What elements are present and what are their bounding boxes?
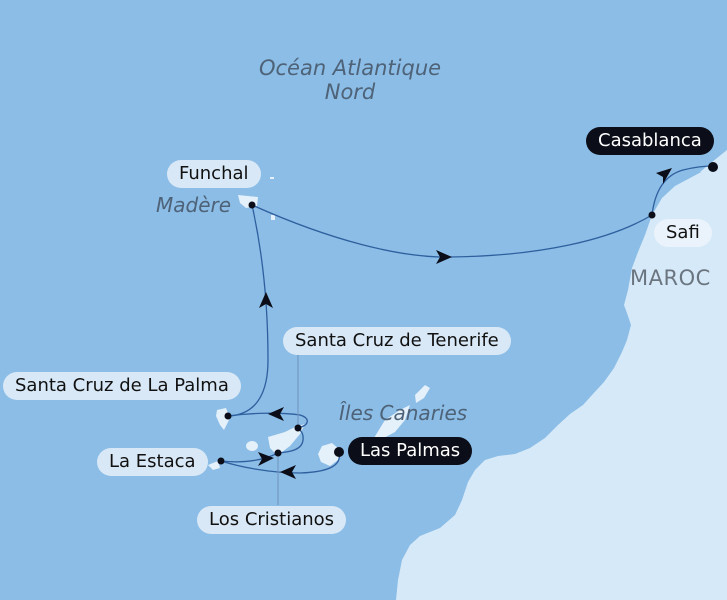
- label-leaders: [277, 355, 299, 505]
- ocean-label-line2: Nord: [324, 80, 376, 105]
- port-dot-laspalmas-icon: [334, 447, 344, 457]
- route-lapalma-funchal: [227, 204, 269, 417]
- arrow-east-icon: [436, 250, 452, 264]
- arrow-northeast-icon: [656, 168, 672, 184]
- route-tenerife-lapalma: [227, 412, 308, 429]
- port-label-casablanca[interactable]: Casablanca: [586, 127, 714, 155]
- fuerteventura-island: [372, 405, 410, 447]
- tenerife-island: [268, 424, 305, 454]
- arrow-west-laspalmas-icon: [280, 465, 296, 479]
- desertas-island: [271, 215, 275, 220]
- route-funchal-safi: [251, 204, 653, 258]
- arrow-north-icon: [259, 292, 273, 308]
- port-dot-tenerife-icon: [294, 424, 302, 432]
- canaries-label: Îles Canaries: [339, 401, 468, 425]
- port-label-safi[interactable]: Safi: [654, 219, 712, 247]
- port-label-los-cristianos[interactable]: Los Cristianos: [197, 506, 347, 534]
- route-laspalmas-laestaca: [220, 451, 341, 474]
- gran-canaria-island: [318, 443, 340, 466]
- port-dot-funchal-icon: [248, 201, 256, 209]
- port-label-santa-cruz-la-palma[interactable]: Santa Cruz de La Palma: [3, 372, 241, 400]
- porto-santo-island: [270, 177, 274, 179]
- lanzarote-island: [415, 385, 430, 403]
- port-dot-lapalma-icon: [224, 412, 232, 420]
- morocco-landmass: [396, 150, 727, 600]
- el-hierro-island: [208, 461, 220, 470]
- madeira-label: Madère: [156, 193, 232, 217]
- port-label-funchal[interactable]: Funchal: [167, 160, 261, 188]
- port-dot-safi-icon: [648, 211, 656, 219]
- la-gomera-island: [246, 441, 258, 451]
- port-dot-laestaca-icon: [217, 457, 225, 465]
- arrow-east-laestaca-icon: [258, 452, 274, 466]
- port-label-la-estaca[interactable]: La Estaca: [97, 448, 208, 476]
- port-label-santa-cruz-tenerife[interactable]: Santa Cruz de Tenerife: [283, 327, 511, 355]
- arrow-west-tenerife-icon: [268, 407, 284, 421]
- port-dot-casablanca-icon: [708, 162, 718, 172]
- direction-arrows: [258, 168, 672, 479]
- ocean-label-line1: Océan Atlantique: [258, 56, 442, 80]
- route-laestaca-loscristianos: [220, 452, 279, 463]
- ocean-label: Océan Atlantique Nord: [250, 56, 450, 104]
- port-markers: [217, 162, 718, 465]
- morocco-label: MAROC: [630, 266, 711, 290]
- port-dot-loscristianos-icon: [274, 449, 282, 457]
- port-label-las-palmas[interactable]: Las Palmas: [348, 437, 473, 465]
- route-safi-casablanca: [651, 165, 714, 216]
